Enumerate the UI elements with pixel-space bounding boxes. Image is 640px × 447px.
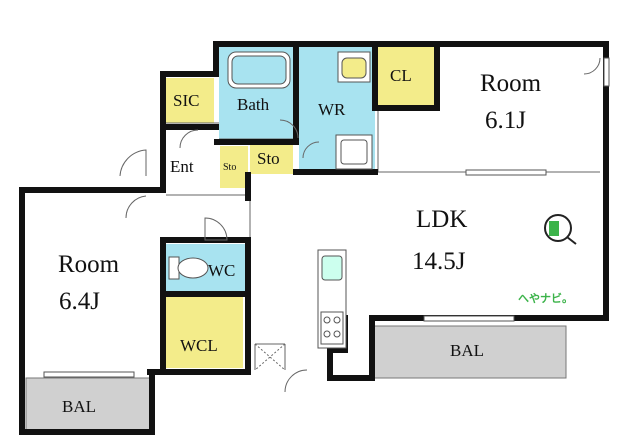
room-west-size: 6.4J [59,288,100,315]
stove-icon [320,311,344,345]
walls [19,41,609,435]
ldk-size: 14.5J [412,248,466,275]
bath-label: Bath [237,95,270,114]
bal-west-fill [25,377,151,433]
toilet-icon [168,256,209,280]
bathtub-icon [227,51,291,89]
sto-small-fill [220,146,248,188]
balcony-east-label: BAL [450,341,484,360]
sink-icon [337,51,371,83]
wcl-fill [166,296,243,368]
ldk-name: LDK [416,206,468,233]
storage-label: Sto [257,149,280,168]
washing-machine-icon [335,134,373,170]
sto-fill [250,144,293,174]
sic-label: SIC [173,91,200,110]
balcony-west-label: BAL [62,397,96,416]
sic-fill [166,78,214,123]
room-east-size: 6.1J [485,107,526,134]
room-west-name: Room [58,251,120,278]
cl-fill [378,47,434,105]
logo-text: へやナビ。 [518,292,573,305]
building-magnifier-icon [544,214,577,245]
storage-small-label: Sto [223,162,237,173]
wcl-label: WCL [180,336,218,355]
cl-label: CL [390,66,412,85]
wc-label: WC [208,261,236,280]
bal-east-fill [373,325,567,379]
windows [43,57,610,378]
doors [119,57,601,393]
entrance-label: Ent [170,157,194,176]
room-east-name: Room [480,70,542,97]
wr-label: WR [318,100,346,119]
